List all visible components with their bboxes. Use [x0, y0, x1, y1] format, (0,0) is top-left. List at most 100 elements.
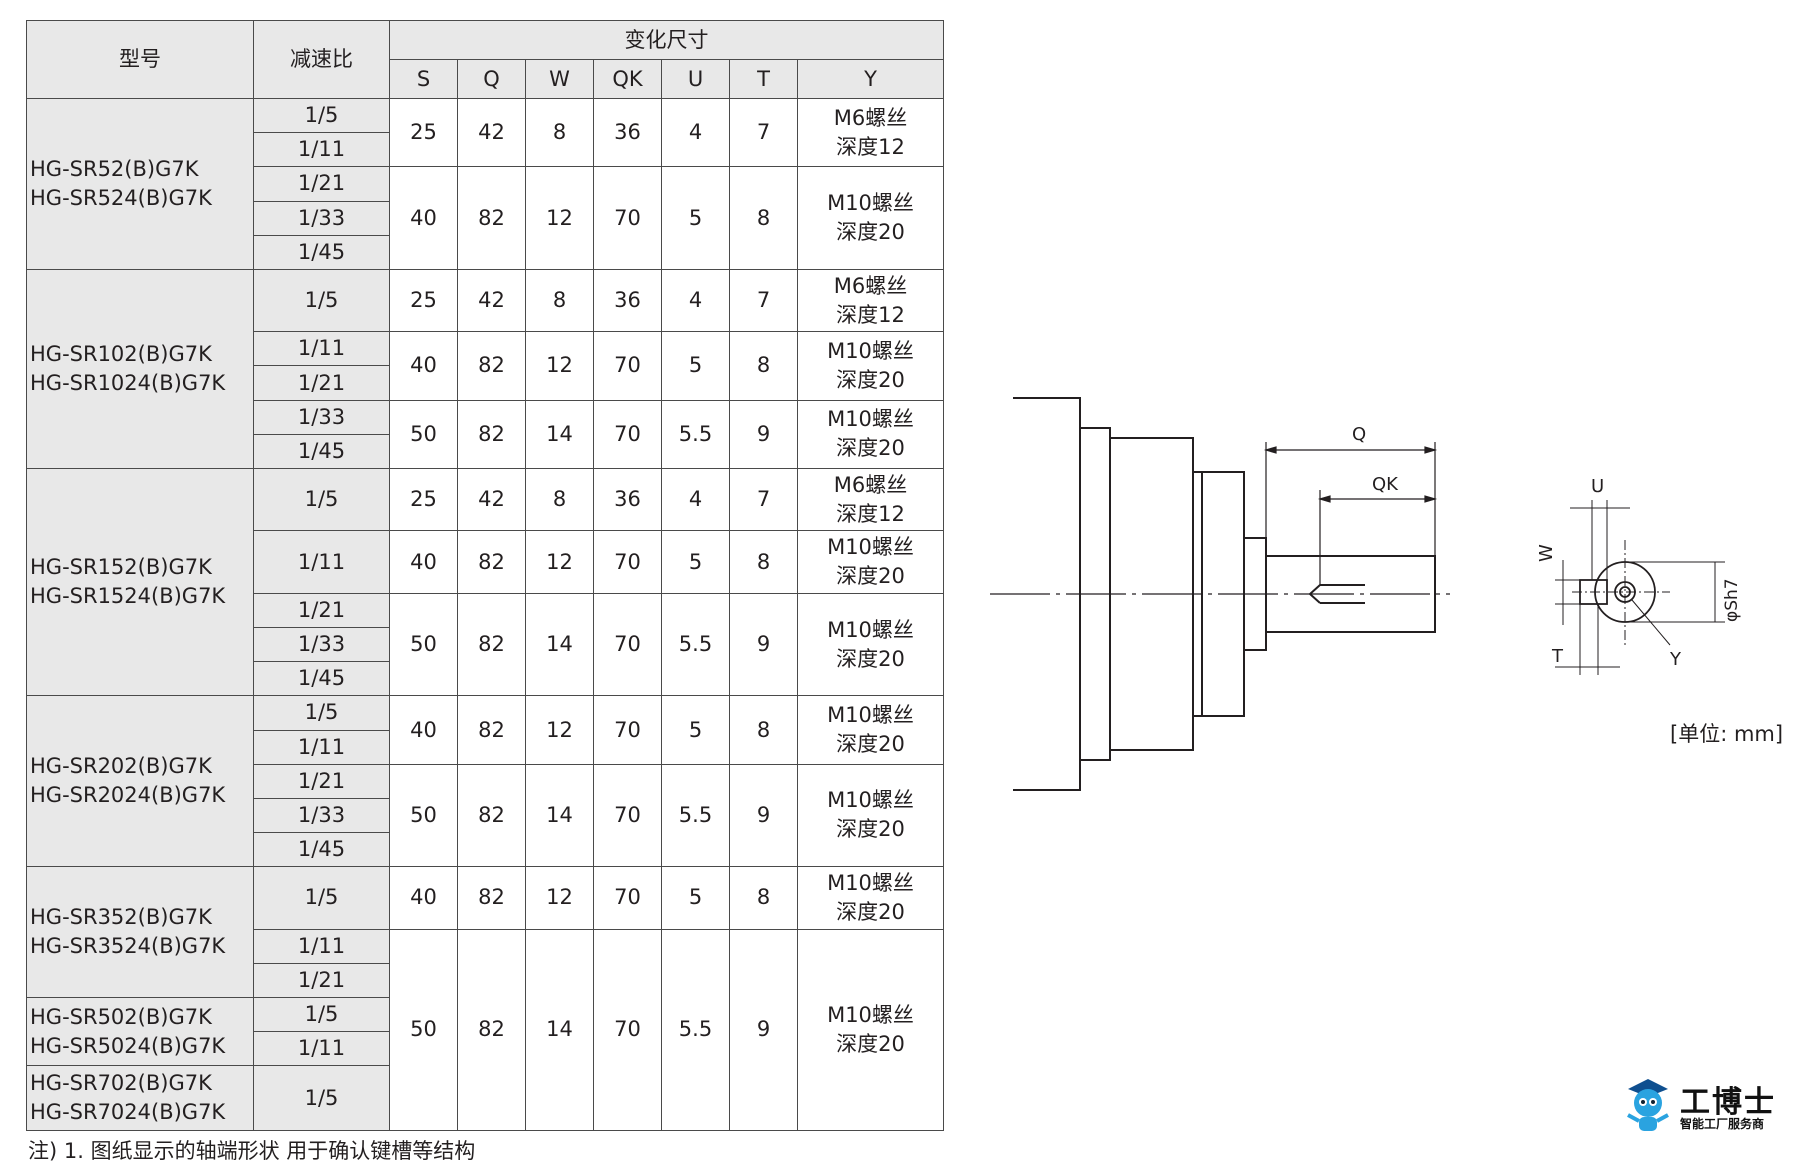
dim-u: 5 [661, 530, 730, 594]
dim-qk: 70 [593, 928, 662, 1132]
dim-y: M10螺丝深度20 [796, 695, 945, 765]
header-col-y: Y [796, 59, 945, 99]
dim-t: 8 [729, 866, 798, 930]
dim-t: 9 [729, 592, 798, 697]
label-y: Y [1669, 649, 1682, 670]
header-dims: 变化尺寸 [388, 20, 945, 60]
dim-t: 7 [729, 468, 798, 532]
dim-t: 8 [729, 331, 798, 401]
dim-qk: 70 [593, 592, 662, 697]
ratio-cell: 1/11 [253, 530, 390, 594]
header-col-q: Q [457, 59, 526, 99]
ratio-cell: 1/33 [253, 797, 390, 834]
ratio-cell: 1/33 [253, 626, 390, 663]
logo-tagline: 智能工厂服务商 [1680, 1117, 1765, 1131]
header-col-s: S [389, 59, 458, 99]
dim-y: M10螺丝深度20 [796, 530, 945, 594]
dim-u: 5 [661, 866, 730, 930]
dim-q: 82 [457, 592, 526, 697]
dim-q: 82 [457, 928, 526, 1132]
header-col-qk: QK [593, 59, 662, 99]
dim-u: 5 [661, 166, 730, 270]
label-t: T [1551, 646, 1564, 667]
shaft-drawing: Q QK U W T Y φSh7 [990, 397, 1742, 791]
dim-w: 12 [525, 331, 594, 401]
robot-mascot-icon [1627, 1079, 1669, 1131]
dim-y: M10螺丝深度20 [796, 399, 945, 470]
dim-q: 82 [457, 695, 526, 765]
dim-u: 5 [661, 331, 730, 401]
ratio-cell: 1/5 [253, 268, 390, 333]
dim-u: 4 [661, 268, 730, 333]
header-col-u: U [661, 59, 730, 99]
spec-table: 型号 减速比 变化尺寸 S Q W QK U T Y HG-SR52(B)G7K… [26, 20, 945, 1132]
dim-q: 82 [457, 166, 526, 270]
ratio-cell: 1/45 [253, 661, 390, 697]
dim-qk: 70 [593, 399, 662, 470]
header-model: 型号 [26, 20, 254, 99]
dim-t: 8 [729, 530, 798, 594]
dim-y: M6螺丝深度12 [796, 268, 945, 333]
dim-q: 82 [457, 331, 526, 401]
dim-s: 40 [389, 530, 458, 594]
dim-y: M10螺丝深度20 [796, 166, 945, 270]
ratio-cell: 1/11 [253, 1031, 390, 1067]
label-q: Q [1352, 424, 1366, 445]
dim-s: 40 [389, 331, 458, 401]
dim-q: 82 [457, 866, 526, 930]
dim-t: 9 [729, 928, 798, 1132]
dim-qk: 70 [593, 763, 662, 868]
dim-u: 4 [661, 468, 730, 532]
dim-s: 50 [389, 928, 458, 1132]
dim-qk: 70 [593, 331, 662, 401]
ratio-cell: 1/33 [253, 399, 390, 435]
ratio-cell: 1/11 [253, 132, 390, 168]
ratio-cell: 1/45 [253, 234, 390, 270]
dim-qk: 70 [593, 866, 662, 930]
dim-qk: 36 [593, 97, 662, 168]
dim-w: 14 [525, 399, 594, 470]
dim-y: M6螺丝深度12 [796, 97, 945, 168]
dim-q: 42 [457, 468, 526, 532]
dim-w: 12 [525, 695, 594, 765]
ratio-cell: 1/5 [253, 1065, 390, 1131]
logo-name: 工博士 [1680, 1085, 1776, 1120]
dim-w: 14 [525, 592, 594, 697]
ratio-cell: 1/45 [253, 433, 390, 470]
dim-q: 82 [457, 530, 526, 594]
label-diameter: φSh7 [1722, 578, 1742, 622]
dim-t: 8 [729, 166, 798, 270]
dim-qk: 70 [593, 695, 662, 765]
header-col-w: W [525, 59, 594, 99]
dim-q: 42 [457, 268, 526, 333]
dim-w: 12 [525, 530, 594, 594]
dim-y: M6螺丝深度12 [796, 468, 945, 532]
dim-qk: 70 [593, 166, 662, 270]
dim-t: 9 [729, 763, 798, 868]
dim-u: 5.5 [661, 928, 730, 1132]
dim-s: 25 [389, 468, 458, 532]
dim-s: 25 [389, 97, 458, 168]
dim-y: M10螺丝深度20 [796, 866, 945, 930]
dim-s: 25 [389, 268, 458, 333]
dim-w: 14 [525, 928, 594, 1132]
ratio-cell: 1/5 [253, 97, 390, 134]
dim-t: 9 [729, 399, 798, 470]
header-col-t: T [729, 59, 798, 99]
ratio-cell: 1/5 [253, 996, 390, 1033]
ratio-cell: 1/5 [253, 866, 390, 930]
dim-s: 40 [389, 166, 458, 270]
bottom-note: 注) 1. 图纸显示的轴端形状 用于确认键槽等结构 [28, 1139, 476, 1163]
dim-t: 8 [729, 695, 798, 765]
dim-y: M10螺丝深度20 [796, 331, 945, 401]
dim-s: 50 [389, 399, 458, 470]
dim-u: 4 [661, 97, 730, 168]
dim-q: 82 [457, 399, 526, 470]
ratio-cell: 1/11 [253, 729, 390, 765]
